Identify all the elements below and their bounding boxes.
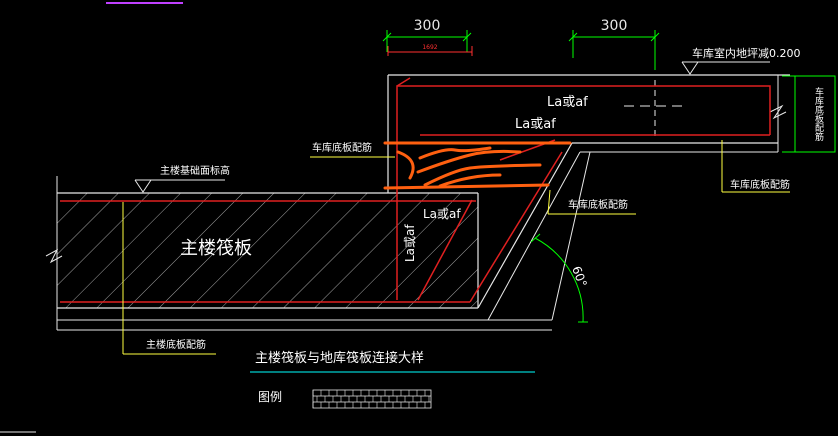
callout-garage-bar-right-text: 车库底板配筋 (730, 178, 790, 191)
dimension-small-text: 1692 (422, 44, 437, 51)
legend-label: 图例 (258, 390, 282, 404)
callout-main-bottom-bar (122, 202, 216, 355)
callout-garage-bar-slope (547, 189, 636, 215)
la-label-4: La或af (403, 224, 417, 262)
garage-floor-elevation-marker (681, 61, 770, 75)
callout-main-bottom-bar-text: 主楼底板配筋 (146, 338, 206, 351)
garage-floor-elevation-text: 车库室内地坪减0.200 (692, 46, 801, 60)
garage-side-label-box (794, 75, 836, 153)
main-top-elevation-text: 主楼基础面标高 (160, 164, 230, 177)
legend-swatch-ticks (312, 390, 430, 408)
dimension-300-left-text: 300 (414, 18, 441, 34)
main-raft-label: 主楼筏板 (180, 238, 252, 259)
main-raft-slab (45, 176, 479, 330)
la-label-1: La或af (547, 95, 588, 110)
la-label-2: La或af (515, 117, 556, 132)
callout-garage-bar-right (721, 140, 790, 193)
rebar-lines (60, 77, 771, 303)
garage-raft-slab (387, 74, 790, 193)
slope-angle-text: 60° (569, 264, 589, 289)
slope-faces (477, 142, 591, 321)
main-top-elevation-marker (134, 179, 225, 193)
dimension-300-right-text: 300 (601, 18, 628, 34)
callout-garage-bar-slope-text: 车库底板配筋 (568, 198, 628, 211)
dimension-300-right (568, 30, 660, 70)
garage-side-label-text: 车库底板配筋 (813, 86, 824, 142)
dimension-small (387, 46, 473, 56)
markup-rebars (383, 141, 572, 190)
callout-garage-bar-left-text: 车库底板配筋 (312, 141, 372, 154)
detail-caption: 主楼筏板与地库筏板连接大样 (255, 350, 424, 366)
cushion-layer (57, 319, 552, 331)
slope-angle-dimension (530, 233, 588, 323)
la-label-3: La或af (423, 207, 461, 221)
legend-swatch (312, 389, 432, 409)
dimension-300-left (382, 30, 472, 52)
